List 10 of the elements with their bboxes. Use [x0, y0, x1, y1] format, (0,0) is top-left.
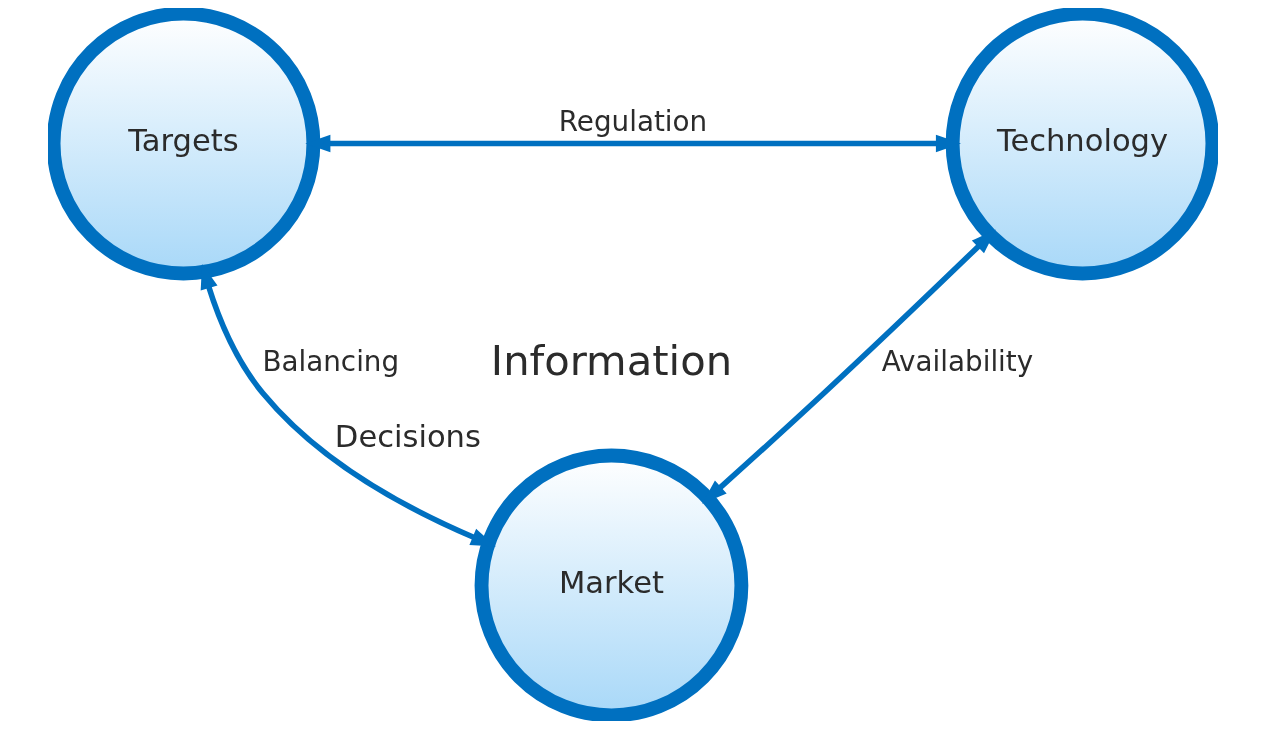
arrow	[200, 264, 496, 547]
arrow	[304, 134, 961, 153]
label: Information	[490, 335, 732, 385]
node-circle: Targets	[47, 8, 320, 281]
edge-label: Availability	[881, 345, 1033, 379]
edge-label: Regulation	[558, 105, 707, 139]
node-circle: Market	[474, 448, 748, 721]
edge-label: Balancing	[261, 345, 399, 379]
node-circle: Technology	[945, 8, 1218, 281]
arrow	[701, 229, 996, 504]
